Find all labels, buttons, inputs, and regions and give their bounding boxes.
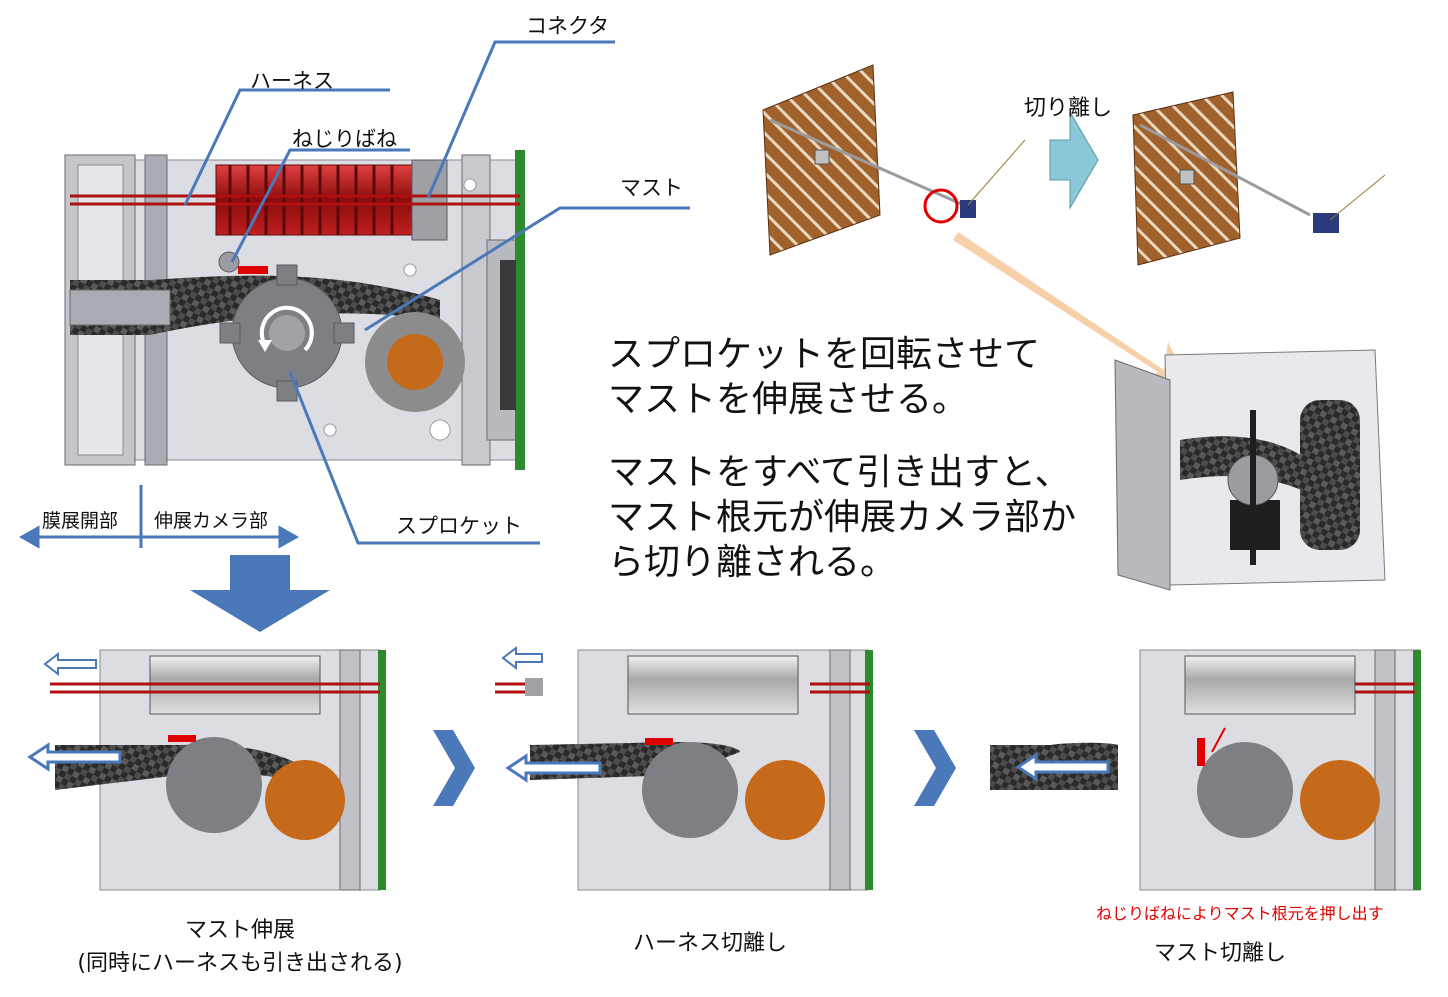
step1-caption: マスト伸展 <box>184 918 295 943</box>
description-line2: マストをすべて引き出すと、 マスト根元が伸展カメラ部から切り離される。 <box>608 452 1077 583</box>
sail-before-separation <box>762 64 1026 256</box>
step1-subcaption: (同時にハーネスも引き出される) <box>77 951 403 976</box>
down-arrow <box>190 555 330 632</box>
connector-label: コネクタ <box>526 14 610 38</box>
separation-label: 切り離し <box>1024 96 1113 121</box>
camera-unit-drawing <box>1114 349 1386 591</box>
section-arrow <box>18 485 300 549</box>
membrane-section-label: 膜展開部 <box>42 510 119 532</box>
step3-note: ねじりばねによりマスト根元を押し出す <box>1096 904 1384 923</box>
sail-after-separation <box>1132 91 1386 266</box>
harness-label: ハーネス <box>250 69 334 93</box>
step-arrow-2 <box>914 730 956 806</box>
step2-drawing <box>495 645 873 891</box>
separation-arrow <box>1049 110 1099 210</box>
step3-drawing <box>990 649 1421 891</box>
main-assembly-drawing <box>64 150 525 470</box>
step1-drawing <box>27 649 386 891</box>
leader-lines <box>183 40 690 545</box>
camera-section-label: 伸展カメラ部 <box>154 510 269 532</box>
mast-label: マスト <box>620 176 683 200</box>
step-arrow-1 <box>433 730 475 806</box>
torsion-spring-label: ねじりばね <box>292 127 397 151</box>
step3-caption: マスト切離し <box>1153 941 1286 966</box>
sprocket-label: スプロケット <box>396 514 522 538</box>
step2-caption: ハーネス切離し <box>632 931 787 956</box>
description-line1: スプロケットを回転させて マストを伸展させる。 <box>608 334 1041 420</box>
zoom-arrow <box>953 232 1190 385</box>
